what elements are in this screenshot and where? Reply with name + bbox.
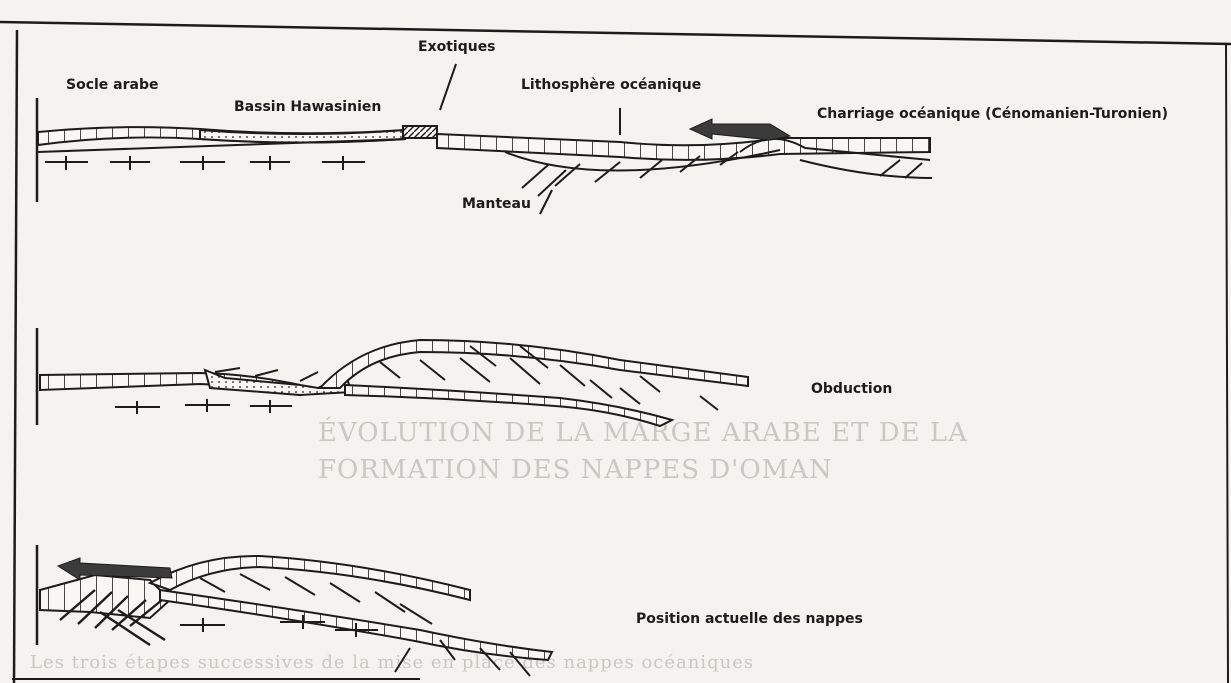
charriage-oceanique-label: Charriage océanique (Cénomanien-Turonien… <box>817 106 1168 122</box>
stage2-nappe-band <box>320 340 748 388</box>
stage1-oceanic-band <box>437 134 930 160</box>
exotiques-label: Exotiques <box>418 39 496 55</box>
obduction-label: Obduction <box>811 381 892 397</box>
exotiques-leader <box>440 64 456 110</box>
stage2-section <box>37 328 748 426</box>
stage2-basement-crosses <box>115 399 292 414</box>
stage1-exotiques-block <box>403 126 437 138</box>
manteau-label: Manteau <box>462 196 531 212</box>
socle-arabe-label: Socle arabe <box>66 77 158 93</box>
stage1-thrust-arrow <box>690 119 790 140</box>
stage3-nappe-band <box>150 556 470 600</box>
position-actuelle-label: Position actuelle des nappes <box>636 611 863 627</box>
bassin-hawasinien-label: Bassin Hawasinien <box>234 99 381 115</box>
stage1-basement-crosses <box>45 156 365 170</box>
lithosphere-oceanique-label: Lithosphère océanique <box>521 77 701 93</box>
stage3-imbricate-zone <box>40 575 170 618</box>
stage1-section <box>37 64 932 214</box>
